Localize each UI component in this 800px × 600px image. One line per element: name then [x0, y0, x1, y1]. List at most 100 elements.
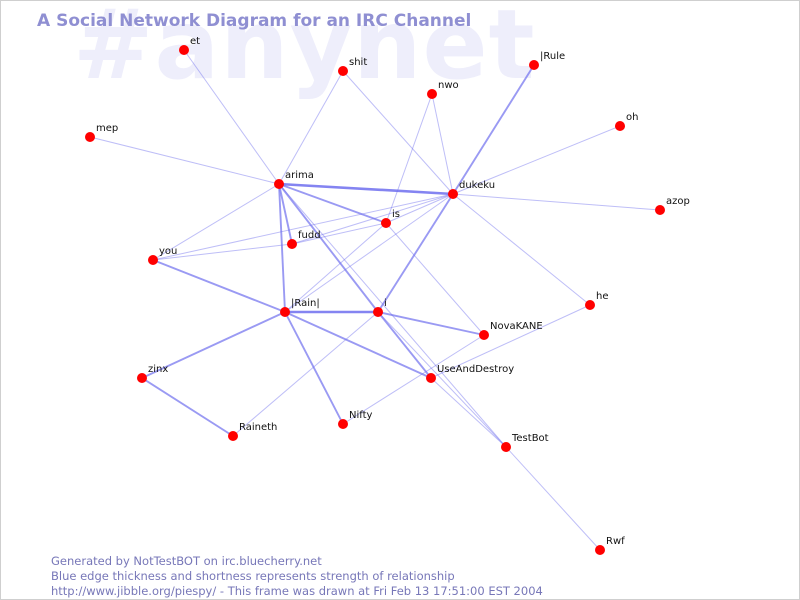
- edge-lRule-dukeku: [452, 64, 535, 195]
- edge-lRainl-zinx: [141, 311, 286, 379]
- node-oh: oh: [615, 112, 638, 131]
- node-dot: [381, 218, 391, 228]
- node-NovaKANE: NovaKANE: [479, 321, 543, 340]
- edge-arima-dukeku: [278, 182, 454, 196]
- node-dot: [501, 442, 511, 452]
- edge-i-NovaKANE: [377, 311, 485, 336]
- edge-shit-arima: [278, 70, 344, 185]
- node-nwo: nwo: [427, 80, 459, 99]
- node-dot: [338, 419, 348, 429]
- channel-watermark: #anynet: [73, 0, 536, 101]
- node-et: et: [179, 36, 200, 55]
- node-label: zinx: [148, 364, 168, 375]
- node-label: TestBot: [511, 433, 549, 444]
- edge-arima-TestBot: [278, 183, 507, 448]
- node-TestBot: TestBot: [501, 433, 549, 452]
- node-fudd: fudd: [287, 230, 321, 249]
- node-arima: arima: [274, 170, 314, 189]
- node-shit: shit: [338, 57, 367, 76]
- node-dukeku: dukeku: [448, 180, 495, 199]
- edge-nwo-is: [385, 93, 433, 224]
- node-dot: [85, 132, 95, 142]
- edge-arima-i: [278, 183, 379, 313]
- edge-dukeku-is: [385, 193, 454, 224]
- node-dot: [373, 307, 383, 317]
- node-label: oh: [626, 112, 638, 123]
- edge-dukeku-fudd: [291, 193, 454, 245]
- edge-oh-dukeku: [452, 125, 621, 195]
- node-label: UseAndDestroy: [437, 364, 514, 375]
- edge-i-Raineth: [232, 311, 379, 437]
- node-label: mep: [96, 123, 118, 134]
- edge-lRainl-Nifty: [284, 311, 344, 425]
- node-label: is: [392, 209, 400, 220]
- node-dot: [427, 89, 437, 99]
- node-dot: [585, 300, 595, 310]
- node-dot: [426, 373, 436, 383]
- node-dot: [338, 66, 348, 76]
- node-label: Nifty: [349, 410, 373, 421]
- edge-is-fudd: [291, 222, 387, 245]
- edge-arima-fudd: [278, 183, 293, 245]
- node-dot: [448, 189, 458, 199]
- edge-lRainl-UseAndDestroy: [284, 311, 432, 379]
- edge-is-lRainl: [284, 222, 387, 313]
- node-label: Raineth: [239, 422, 277, 433]
- node-label: NovaKANE: [490, 321, 543, 332]
- node-label: fudd: [298, 230, 321, 241]
- node-dot: [274, 179, 284, 189]
- node-Raineth: Raineth: [228, 422, 277, 441]
- edge-you-lRainl: [152, 259, 286, 313]
- edge-is-NovaKANE: [385, 222, 485, 336]
- edge-arima-you: [152, 183, 280, 261]
- footer-generated-by: Generated by NotTestBOT on irc.bluecherr…: [51, 554, 322, 568]
- edge-shit-dukeku: [342, 70, 454, 195]
- edge-i-TestBot: [377, 311, 507, 448]
- node-Rwf: Rwf: [595, 536, 625, 555]
- node-i: i: [373, 298, 387, 317]
- node-label: et: [190, 36, 200, 47]
- node-label: nwo: [438, 80, 459, 91]
- footer-legend-note: Blue edge thickness and shortness repres…: [51, 569, 455, 583]
- node-he: he: [585, 291, 609, 310]
- edge-i-UseAndDestroy: [377, 311, 432, 379]
- edge-arima-is: [278, 183, 387, 224]
- edge-UseAndDestroy-TestBot: [430, 377, 507, 448]
- footer: Generated by NotTestBOT on irc.bluecherr…: [51, 554, 543, 599]
- node-dot: [179, 45, 189, 55]
- edge-TestBot-Rwf: [505, 446, 601, 551]
- edges-layer: [89, 49, 661, 551]
- node-dot: [615, 121, 625, 131]
- edge-he-UseAndDestroy: [430, 304, 591, 379]
- footer-source-link[interactable]: http://www.jibble.org/piespy/ - This fra…: [51, 584, 543, 598]
- node-dot: [479, 330, 489, 340]
- node-label: Rwf: [606, 536, 625, 547]
- node-dot: [137, 373, 147, 383]
- node-dot: [595, 545, 605, 555]
- node-zinx: zinx: [137, 364, 168, 383]
- node-label: he: [596, 291, 609, 302]
- node-you: you: [148, 246, 177, 265]
- node-dot: [228, 431, 238, 441]
- node-lRainl: |Rain|: [280, 298, 320, 317]
- node-dot: [655, 205, 665, 215]
- node-mep: mep: [85, 123, 118, 142]
- node-lRule: |Rule: [529, 51, 565, 70]
- edge-mep-arima: [89, 136, 280, 185]
- node-label: azop: [666, 196, 690, 207]
- edge-NovaKANE-Nifty: [342, 334, 485, 425]
- node-azop: azop: [655, 196, 690, 215]
- nodes-layer: et shit nwo |Rule oh mep arima dukeku azop is fudd…: [85, 36, 690, 555]
- node-label: arima: [285, 170, 314, 181]
- node-dot: [148, 255, 158, 265]
- edge-dukeku-lRainl: [284, 193, 454, 313]
- node-label: dukeku: [459, 180, 495, 191]
- node-dot: [529, 60, 539, 70]
- node-label: |Rain|: [291, 298, 320, 309]
- node-dot: [280, 307, 290, 317]
- node-label: |Rule: [540, 51, 565, 62]
- node-UseAndDestroy: UseAndDestroy: [426, 364, 514, 383]
- edge-nwo-dukeku: [431, 93, 454, 195]
- edge-dukeku-i: [377, 193, 454, 313]
